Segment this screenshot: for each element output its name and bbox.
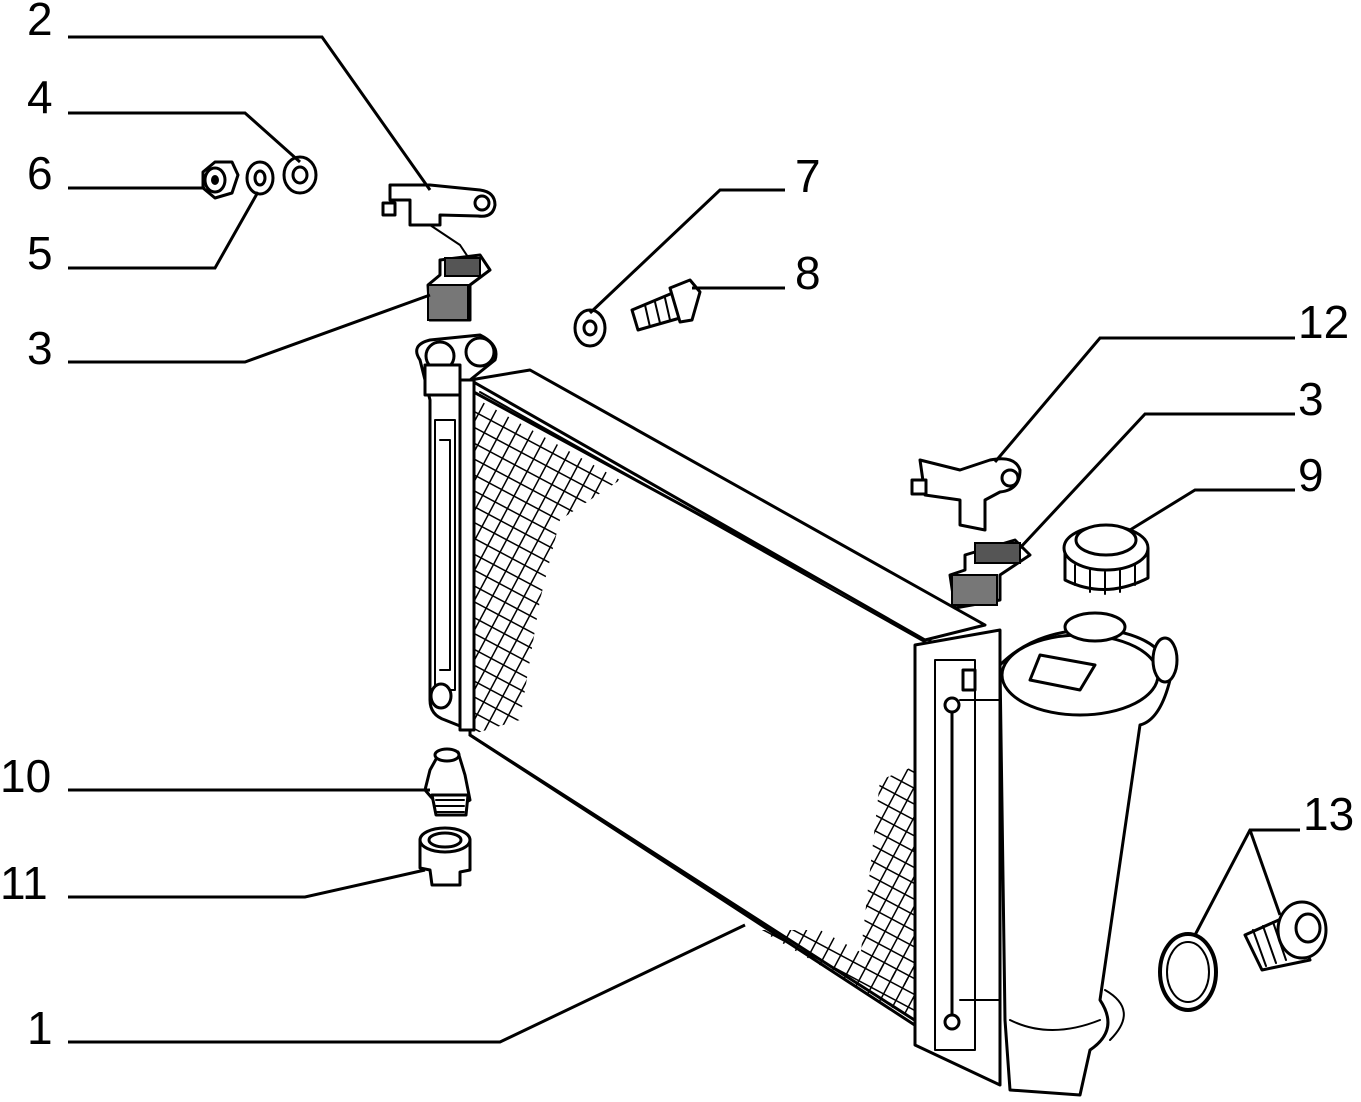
callout-numbers: 2 4 6 5 3 7 8 12 3 9 10 11 13 1	[0, 0, 1354, 1054]
callout-4: 4	[27, 71, 53, 123]
plug-13	[1243, 900, 1328, 972]
spring-washer-5	[245, 160, 275, 196]
left-tank	[415, 333, 498, 732]
washer-4	[282, 155, 318, 195]
callout-8: 8	[795, 247, 821, 299]
drain-fitting-10	[423, 747, 472, 817]
callout-11: 11	[0, 857, 48, 909]
callout-13: 13	[1303, 788, 1354, 840]
callout-10: 10	[0, 750, 51, 802]
rubber-mount-3a	[426, 253, 492, 322]
drain-plug-11	[418, 826, 472, 887]
rubber-mount-3b	[948, 538, 1032, 610]
nut-6	[201, 160, 240, 200]
leader-lines	[68, 35, 1300, 1044]
callout-9: 9	[1298, 449, 1324, 501]
callout-7: 7	[795, 150, 821, 202]
bracket-2	[381, 183, 497, 261]
callout-2: 2	[27, 0, 53, 45]
right-tank	[913, 628, 1002, 1087]
callout-1: 1	[27, 1002, 53, 1054]
callout-3-left: 3	[27, 322, 53, 374]
expansion-tank	[998, 611, 1179, 1097]
bracket-12	[910, 457, 1022, 532]
filler-cap-9	[1062, 523, 1150, 595]
washer-7	[573, 308, 607, 348]
radiator-core	[468, 368, 987, 1037]
callout-3-right: 3	[1298, 373, 1324, 425]
bleed-screw-8	[630, 278, 702, 332]
callout-12: 12	[1298, 296, 1349, 348]
o-ring-13	[1158, 932, 1218, 1012]
callout-6: 6	[27, 147, 53, 199]
callout-5: 5	[27, 227, 53, 279]
